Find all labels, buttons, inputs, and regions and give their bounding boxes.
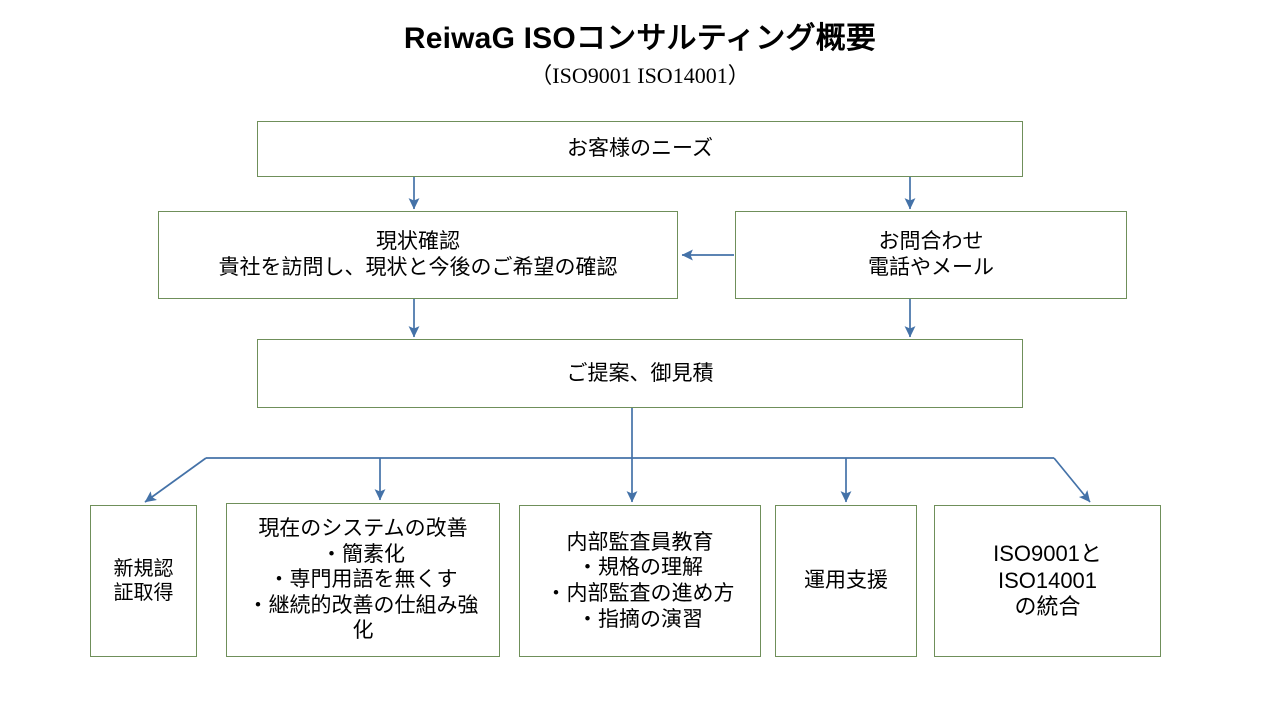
node-new-certification[interactable]: 新規認 証取得 [90, 505, 197, 657]
node-new-certification-label: 新規認 証取得 [113, 557, 174, 604]
page-title: ReiwaG ISOコンサルティング概要 [403, 22, 877, 55]
node-operation-support[interactable]: 運用支援 [775, 505, 917, 657]
edge-bus-to-tougou [1053, 457, 1091, 503]
node-customer-needs-label: お客様のニーズ [567, 137, 713, 161]
node-operation-support-label: 運用支援 [804, 569, 888, 593]
node-proposal-estimate-label: ご提案、御見積 [566, 361, 714, 385]
edge-bus-to-shinki [144, 457, 207, 503]
node-proposal-estimate[interactable]: ご提案、御見積 [257, 339, 1023, 408]
node-system-improvement-label: 現在のシステムの改善 ・簡素化 ・専門用語を無くす ・継続的改善の仕組み強 化 [247, 516, 479, 643]
node-iso-integration[interactable]: ISO9001と ISO14001 の統合 [934, 505, 1161, 657]
node-internal-auditor-training[interactable]: 内部監査員教育 ・規格の理解 ・内部監査の進め方 ・指摘の演習 [519, 505, 761, 657]
node-internal-auditor-training-label: 内部監査員教育 ・規格の理解 ・内部監査の進め方 ・指摘の演習 [545, 530, 735, 631]
node-iso-integration-label: ISO9001と ISO14001 の統合 [993, 540, 1102, 620]
node-inquiry-label: お問合わせ 電話やメール [868, 230, 994, 279]
node-system-improvement[interactable]: 現在のシステムの改善 ・簡素化 ・専門用語を無くす ・継続的改善の仕組み強 化 [226, 503, 500, 657]
page-subtitle: （ISO9001 ISO14001） [530, 63, 750, 88]
node-current-status-check[interactable]: 現状確認 貴社を訪問し、現状と今後のご希望の確認 [158, 211, 678, 299]
node-inquiry[interactable]: お問合わせ 電話やメール [735, 211, 1127, 299]
node-current-status-check-label: 現状確認 貴社を訪問し、現状と今後のご希望の確認 [218, 230, 618, 279]
node-customer-needs[interactable]: お客様のニーズ [257, 121, 1023, 177]
